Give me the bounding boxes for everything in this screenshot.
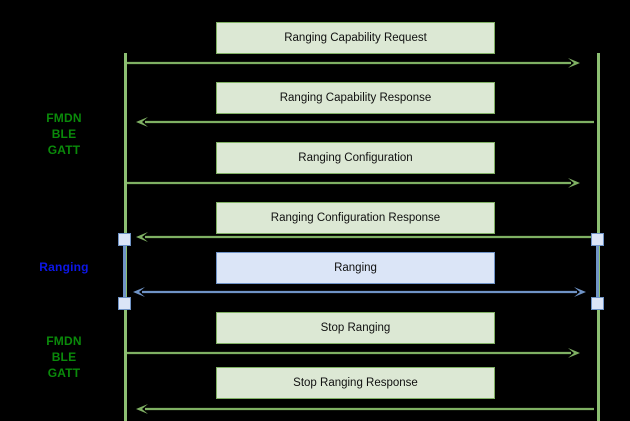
message-label: Stop Ranging (320, 322, 391, 334)
activation-right-start-node (590, 232, 604, 246)
message-arrow-stop-ranging (127, 345, 580, 361)
message-label: Stop Ranging Response (293, 377, 418, 389)
message-arrow-ranging-capability-response (136, 114, 594, 130)
activation-right-bar (596, 239, 599, 303)
activation-left-bar (123, 239, 126, 303)
message-box-ranging-capability-response: Ranging Capability Response (216, 82, 495, 114)
activation-left-start-node (117, 232, 131, 246)
message-label: Ranging Capability Response (279, 92, 432, 104)
message-arrow-ranging (133, 284, 586, 300)
message-box-ranging-configuration: Ranging Configuration (216, 142, 495, 174)
message-arrow-stop-ranging-response (136, 401, 594, 417)
message-arrow-ranging-capability-request (127, 55, 580, 71)
activation-right-end-node (590, 296, 604, 310)
activation-left-end-node (117, 296, 131, 310)
message-box-stop-ranging: Stop Ranging (216, 312, 495, 344)
message-arrow-ranging-configuration-response (136, 229, 594, 245)
phase-fmdn-ble-gatt-bottom: FMDN BLE GATT (46, 334, 82, 380)
message-box-ranging-capability-request: Ranging Capability Request (216, 22, 495, 54)
message-label: Ranging Configuration (298, 152, 413, 164)
message-arrow-ranging-configuration (127, 175, 580, 191)
message-label: Ranging (334, 262, 377, 274)
message-box-stop-ranging-response: Stop Ranging Response (216, 367, 495, 399)
phase-ranging: Ranging (39, 260, 89, 274)
phase-fmdn-ble-gatt-top: FMDN BLE GATT (46, 111, 82, 157)
message-label: Ranging Capability Request (284, 32, 427, 44)
message-box-ranging: Ranging (216, 252, 495, 284)
message-label: Ranging Configuration Response (270, 212, 441, 224)
message-box-ranging-configuration-response: Ranging Configuration Response (216, 202, 495, 234)
